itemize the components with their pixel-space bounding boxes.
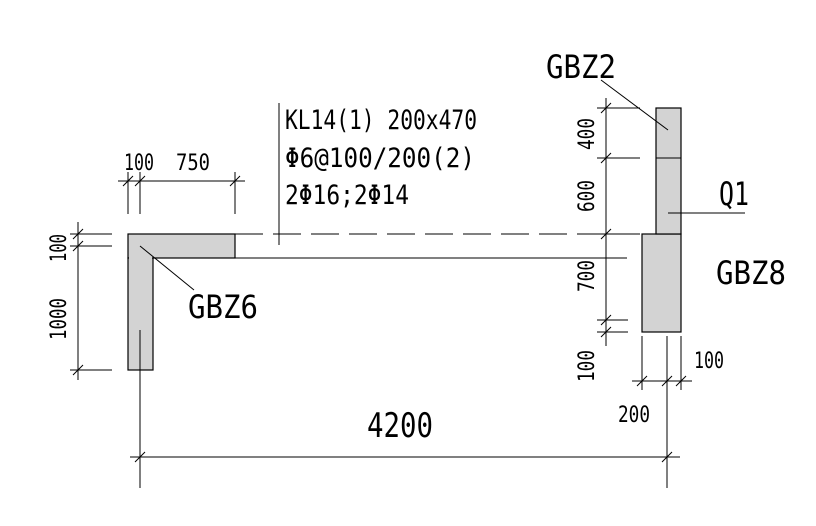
right-tick-1	[600, 102, 612, 114]
overall-tick-right	[661, 451, 673, 463]
dim-top-100: 100	[124, 151, 154, 176]
right-dimension	[597, 98, 640, 346]
top-dimension	[118, 172, 245, 214]
gbz6-joint	[129, 256, 152, 260]
column-gbz2-wall-q1	[655, 107, 682, 235]
gbz2-wall	[655, 107, 682, 235]
left-tick-1	[72, 228, 84, 240]
gbz6-leader	[139, 245, 195, 291]
right-tick-3	[600, 228, 612, 240]
beam-kl14	[235, 233, 640, 259]
label-gbz8: GBZ8	[716, 254, 786, 292]
left-tick-3	[72, 364, 84, 376]
top-tick-3	[229, 175, 241, 187]
dim-bottom-100: 100	[694, 349, 724, 374]
beam-annotation-line3: 2Φ16;2Φ14	[285, 180, 409, 211]
dim-left-100: 100	[47, 234, 72, 262]
gbz6-horizontal-leg	[127, 233, 236, 259]
dim-right-700: 700	[575, 260, 600, 292]
bottom-small-dimension	[632, 336, 692, 390]
gbz8-column	[641, 233, 682, 333]
right-tick-4	[600, 314, 612, 326]
dim-right-400: 400	[575, 118, 600, 150]
dim-right-100: 100	[575, 350, 600, 382]
bottom-small-tick-3	[675, 375, 687, 387]
dim-overall-4200: 4200	[367, 406, 433, 446]
label-gbz6: GBZ6	[188, 288, 258, 326]
gbz2-leader	[600, 79, 669, 131]
dim-left-1000: 1000	[47, 298, 72, 340]
label-q1: Q1	[719, 175, 749, 213]
column-gbz8	[641, 233, 682, 333]
left-dimension	[70, 222, 112, 380]
right-tick-2	[600, 152, 612, 164]
top-tick-2	[134, 175, 146, 187]
top-tick-1	[122, 175, 134, 187]
overall-tick-left	[134, 451, 146, 463]
dim-right-600: 600	[575, 180, 600, 212]
beam-annotation-line2: Φ6@100/200(2)	[285, 143, 475, 174]
right-tick-5	[600, 326, 612, 338]
bottom-small-tick-1	[636, 375, 648, 387]
beam-annotation-line1: KL14(1) 200x470	[285, 105, 477, 136]
label-gbz2: GBZ2	[546, 48, 616, 86]
dim-top-750: 750	[176, 151, 210, 176]
overall-dimension	[130, 330, 680, 488]
dim-bottom-200: 200	[618, 403, 650, 428]
left-tick-2	[72, 240, 84, 252]
